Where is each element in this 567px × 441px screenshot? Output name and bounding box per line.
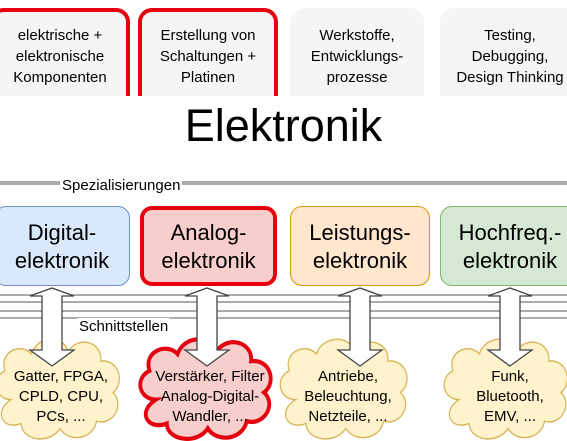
box-line: elektronik: [312, 248, 408, 273]
cloud-line: Beleuchtung,: [304, 388, 392, 405]
interfaces-label: Schnittstellen: [77, 318, 171, 336]
top-card-line: Schaltungen +: [159, 48, 257, 65]
box-line: elektronik: [462, 248, 558, 273]
cloud-line: PCs, ...: [36, 408, 86, 425]
box-line: Hochfreq.-: [458, 220, 562, 245]
page-title: Elektronik: [184, 100, 383, 151]
box-line: Leistungs-: [309, 220, 411, 245]
top-card-line: Erstellung von: [160, 27, 256, 44]
box-line: elektronik: [14, 248, 110, 273]
cloud-line: Gatter, FPGA,: [13, 368, 109, 385]
box-analog: Analog- elektronik: [140, 206, 277, 286]
top-card-line: Werkstoffe,: [319, 27, 395, 44]
cloud-text-analog: Verstärker, Filter Analog-Digital- Wandl…: [140, 367, 280, 427]
box-line: Analog-: [170, 220, 247, 245]
title-band: [0, 96, 567, 166]
box-line: elektronik: [161, 248, 256, 273]
double-arrow-icon: [183, 287, 231, 367]
top-card-line: Entwicklungs-: [310, 48, 404, 65]
cloud-line: Analog-Digital-: [160, 388, 260, 405]
top-card-line: prozesse: [326, 69, 388, 86]
top-card-line: Komponenten: [13, 69, 107, 86]
double-arrow-icon: [28, 287, 76, 367]
cloud-line: Wandler, ...: [172, 408, 248, 425]
cloud-line: Verstärker, Filter: [155, 368, 265, 385]
top-card-line: elektrische +: [17, 27, 103, 44]
top-card-line: Debugging,: [471, 48, 549, 65]
box-line: Digital-: [27, 220, 97, 245]
cloud-line: Netzteile, ...: [308, 408, 388, 425]
double-arrow-icon: [336, 287, 384, 367]
cloud-line: CPLD, CPU,: [18, 388, 104, 405]
box-power: Leistungs- elektronik: [290, 206, 430, 286]
specializations-label: Spezialisierungen: [60, 177, 183, 195]
cloud-text-power: Antriebe, Beleuchtung, Netzteile, ...: [283, 367, 413, 427]
top-card-line: elektronische: [15, 48, 105, 65]
cloud-text-digital: Gatter, FPGA, CPLD, CPU, PCs, ...: [0, 367, 126, 427]
cloud-text-hf: Funk, Bluetooth, EMV, ...: [445, 367, 567, 427]
top-card-line: Design Thinking: [456, 69, 564, 86]
box-digital: Digital- elektronik: [0, 206, 130, 286]
top-card-line: Testing,: [484, 27, 536, 44]
double-arrow-icon: [486, 287, 534, 367]
top-card-line: Platinen: [180, 69, 236, 86]
cloud-line: Antriebe,: [317, 368, 379, 385]
cloud-line: Funk,: [491, 368, 529, 385]
box-hf: Hochfreq.- elektronik: [440, 206, 567, 286]
cloud-line: Bluetooth,: [476, 388, 544, 405]
cloud-line: EMV, ...: [484, 408, 536, 425]
